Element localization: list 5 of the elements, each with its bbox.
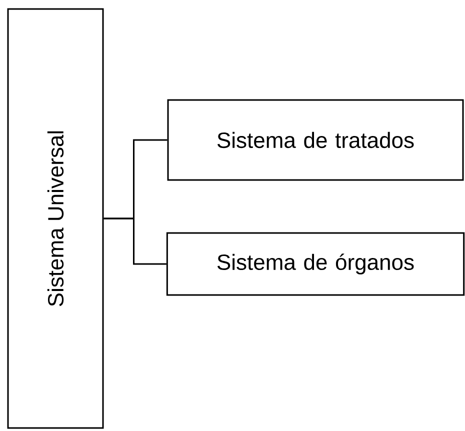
subsystem-box: Sistema de tratados [167, 99, 464, 181]
connector-line [104, 218, 166, 265]
box-label: Sistema Universal [47, 131, 64, 306]
subsystem-box: Sistema de órganos [166, 232, 465, 296]
system-box [7, 8, 104, 429]
